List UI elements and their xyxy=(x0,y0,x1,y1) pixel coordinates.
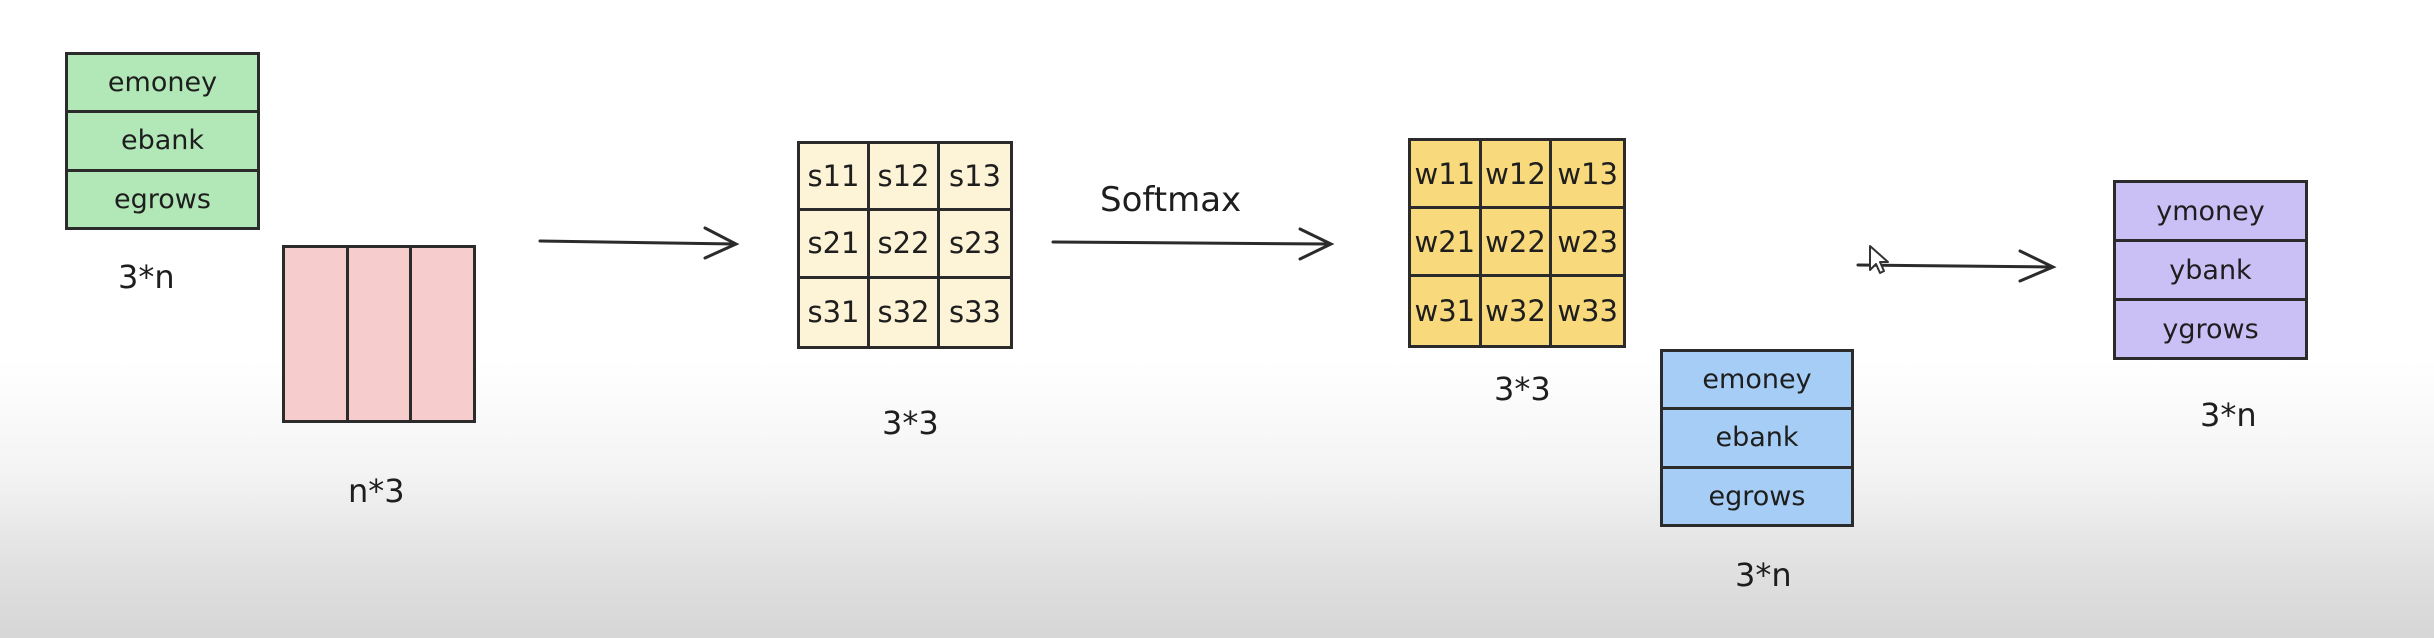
weight-cell: w11 xyxy=(1411,141,1482,209)
embedding-stack-right: emoney ebank egrows xyxy=(1660,349,1854,527)
arrow-right-icon xyxy=(1051,227,1335,261)
score-cell: s13 xyxy=(940,144,1010,212)
matrix-column xyxy=(349,248,413,420)
score-cell: s11 xyxy=(800,144,870,212)
embedding-cell: ebank xyxy=(1663,410,1851,469)
output-cell: ybank xyxy=(2116,242,2305,301)
dimension-label: 3*3 xyxy=(1494,370,1551,408)
output-stack: ymoney ybank ygrows xyxy=(2113,180,2308,360)
weight-cell: w12 xyxy=(1481,141,1553,209)
score-cell: s23 xyxy=(940,211,1010,279)
matrix-column xyxy=(285,248,349,420)
score-cell: s32 xyxy=(870,278,940,346)
embedding-cell: emoney xyxy=(68,55,257,114)
weight-cell: w33 xyxy=(1557,294,1618,328)
dimension-label: 3*3 xyxy=(882,404,939,442)
dimension-label: 3*n xyxy=(118,258,175,296)
arrow-right-icon xyxy=(538,226,740,260)
weight-matrix: w11 w12 w13 w21 w22 w23 w31 w32 w33 xyxy=(1408,138,1626,348)
score-cell: s33 xyxy=(948,295,1001,330)
weight-cell: w21 xyxy=(1411,209,1482,277)
score-cell: s21 xyxy=(800,211,870,279)
weight-cell: w13 xyxy=(1552,141,1623,209)
mouse-cursor-icon xyxy=(1869,245,1889,274)
score-cell: s31 xyxy=(800,278,870,346)
embedding-cell: egrows xyxy=(114,183,211,215)
score-cell: s22 xyxy=(870,211,940,279)
softmax-label: Softmax xyxy=(1100,180,1242,220)
weight-cell: w22 xyxy=(1481,209,1553,277)
dimension-label: n*3 xyxy=(348,472,405,510)
weight-cell: w32 xyxy=(1482,277,1553,345)
dimension-label: 3*n xyxy=(2200,396,2257,434)
weight-cell: w23 xyxy=(1552,209,1623,277)
transposed-matrix xyxy=(282,245,476,423)
arrow-right-icon xyxy=(1856,249,2057,283)
output-cell: ygrows xyxy=(2162,313,2259,345)
output-cell: ymoney xyxy=(2116,183,2305,242)
embedding-cell: egrows xyxy=(1708,480,1806,512)
weight-cell: w31 xyxy=(1411,277,1482,345)
score-cell: s12 xyxy=(870,144,940,212)
score-matrix: s11 s12 s13 s21 s22 s23 s31 s32 s33 xyxy=(797,141,1013,349)
dimension-label: 3*n xyxy=(1735,556,1792,594)
embedding-stack-left: emoney ebank egrows xyxy=(65,52,260,230)
embedding-cell: ebank xyxy=(68,113,257,172)
embedding-cell: emoney xyxy=(1663,352,1851,411)
